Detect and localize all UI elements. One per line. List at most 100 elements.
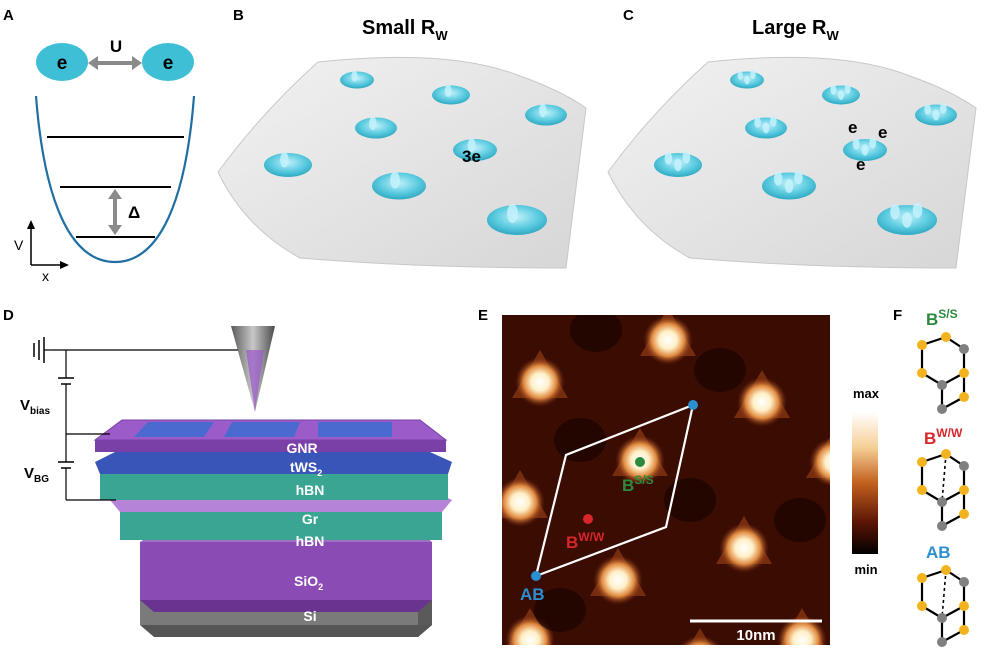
quantum-dot-c-peak-4-1	[754, 116, 761, 128]
quantum-dot-c-peak-2-3	[837, 90, 845, 100]
quantum-dot-c-peak-6-2	[682, 151, 691, 164]
nanoribbon-3	[318, 422, 392, 437]
quantum-dot-c-peak-3-2	[939, 102, 947, 114]
interaction-arrow-head-right	[132, 56, 142, 70]
ab-atom-2	[941, 565, 951, 575]
bss-atom-3	[959, 344, 969, 354]
bss-atom-5	[937, 380, 947, 390]
quantum-dot-b-6	[264, 153, 312, 177]
vbias-label: V	[20, 397, 30, 414]
panel-b-letter: B	[233, 7, 244, 24]
stacking-ab-label: AB	[926, 543, 951, 562]
quantum-dot-c-peak-8-1	[890, 204, 900, 220]
panel-d: D	[3, 307, 452, 637]
electron-label-3: e	[856, 155, 865, 174]
colorbar-max-label: max	[853, 386, 880, 401]
stm-peak-2	[514, 356, 566, 408]
bss-atom-8	[959, 392, 969, 402]
quantum-dot-c-peak-6-3	[674, 158, 682, 172]
site-bss-sup: S/S	[634, 473, 653, 487]
site-bss-marker	[635, 457, 645, 467]
quantum-dot-b-peak-1	[351, 70, 358, 82]
stm-dip-5	[534, 588, 586, 632]
interaction-arrow-head-left	[88, 56, 98, 70]
quantum-dot-c-peak-1-2	[750, 70, 756, 79]
interaction-label: U	[110, 37, 122, 56]
stm-dip-3	[554, 418, 606, 462]
site-bss-label: B	[622, 476, 634, 495]
svg-text:BW/W: BW/W	[924, 426, 963, 448]
panel-f-letter: F	[893, 307, 902, 324]
label-sio2-sub: 2	[318, 582, 323, 592]
panel-e-letter: E	[478, 307, 488, 324]
quantum-dot-c-peak-2-2	[844, 83, 851, 94]
bww-atom-1	[917, 457, 927, 467]
quantum-dot-b-peak-2	[444, 84, 452, 97]
scale-bar-label: 10nm	[736, 627, 775, 644]
stm-dip-2	[694, 348, 746, 392]
stm-peak-5	[502, 476, 546, 528]
lattice-ab	[917, 565, 969, 647]
stacking-bww-sup: W/W	[936, 426, 963, 440]
panel-a: A e e U Δ V x	[3, 7, 196, 284]
vbias-sub: bias	[30, 406, 50, 417]
site-ab-corner	[688, 400, 698, 410]
label-sio2: SiO	[294, 573, 318, 589]
quantum-dot-b-2	[432, 85, 470, 105]
bss-atom-2	[941, 332, 951, 342]
panel-b-title: Small R	[362, 17, 436, 39]
label-tws2-sub: 2	[317, 468, 322, 478]
electron-right-label: e	[163, 53, 174, 74]
quantum-dot-c-peak-7-1	[773, 171, 783, 186]
ab-atom-6	[917, 601, 927, 611]
quantum-dot-b-peak-4	[369, 116, 377, 131]
quantum-dot-b-5	[453, 139, 497, 161]
ab-stack-bond-1	[941, 569, 947, 619]
panel-e: E BS/S BW/W AB 10nm max min	[478, 307, 880, 645]
gap-label: Δ	[128, 203, 140, 222]
quantum-dot-b-peak-3	[539, 103, 547, 118]
lattice-bss	[917, 332, 969, 414]
quantum-dot-c-peak-7-3	[784, 178, 794, 194]
colorbar-min-label: min	[854, 562, 877, 577]
vbg-label: V	[24, 465, 34, 482]
svg-text:BS/S: BS/S	[622, 473, 654, 495]
svg-text:VBG: VBG	[24, 465, 49, 485]
potential-well-curve	[34, 95, 196, 264]
axis-x-label: x	[42, 268, 49, 284]
stm-peak-3	[736, 376, 788, 428]
label-gr: Gr	[302, 511, 319, 527]
gap-arrow-head-up	[108, 189, 122, 199]
stm-peak-1	[642, 315, 694, 366]
quantum-dot-b-peak-8	[507, 203, 518, 223]
quantum-dot-b-3	[525, 104, 567, 126]
site-bww-label: B	[566, 533, 578, 552]
panel-d-letter: D	[3, 307, 14, 324]
ab-atom-4	[959, 601, 969, 611]
quantum-dot-b-8	[487, 205, 547, 235]
label-gnr: GNR	[286, 440, 317, 456]
bss-atom-6	[917, 368, 927, 378]
quantum-dot-c-peak-5-1	[852, 138, 860, 150]
label-hbn-top: hBN	[296, 482, 325, 498]
stm-dip-6	[774, 498, 826, 542]
panel-b-title-sub: W	[435, 28, 448, 43]
bww-stack-bond-1	[941, 453, 947, 503]
label-hbn-bottom: hBN	[296, 533, 325, 549]
quantum-dot-b-7	[372, 172, 426, 200]
stm-dip-1	[570, 315, 622, 352]
stm-dip-4	[664, 478, 716, 522]
bww-atom-4	[959, 485, 969, 495]
panel-c-title-sub: W	[826, 28, 839, 43]
ab-atom-3	[959, 577, 969, 587]
lattice-bww	[917, 449, 969, 531]
ab-atom-7	[937, 637, 947, 647]
panel-b: B Small RW 3e	[217, 7, 587, 269]
nanoribbon-1	[134, 422, 214, 437]
electron-left-label: e	[57, 53, 68, 74]
bss-atom-4	[959, 368, 969, 378]
bww-atom-3	[959, 461, 969, 471]
quantum-dot-b-4	[355, 117, 397, 139]
ab-atom-5	[937, 613, 947, 623]
site-bww-sup: W/W	[578, 530, 605, 544]
